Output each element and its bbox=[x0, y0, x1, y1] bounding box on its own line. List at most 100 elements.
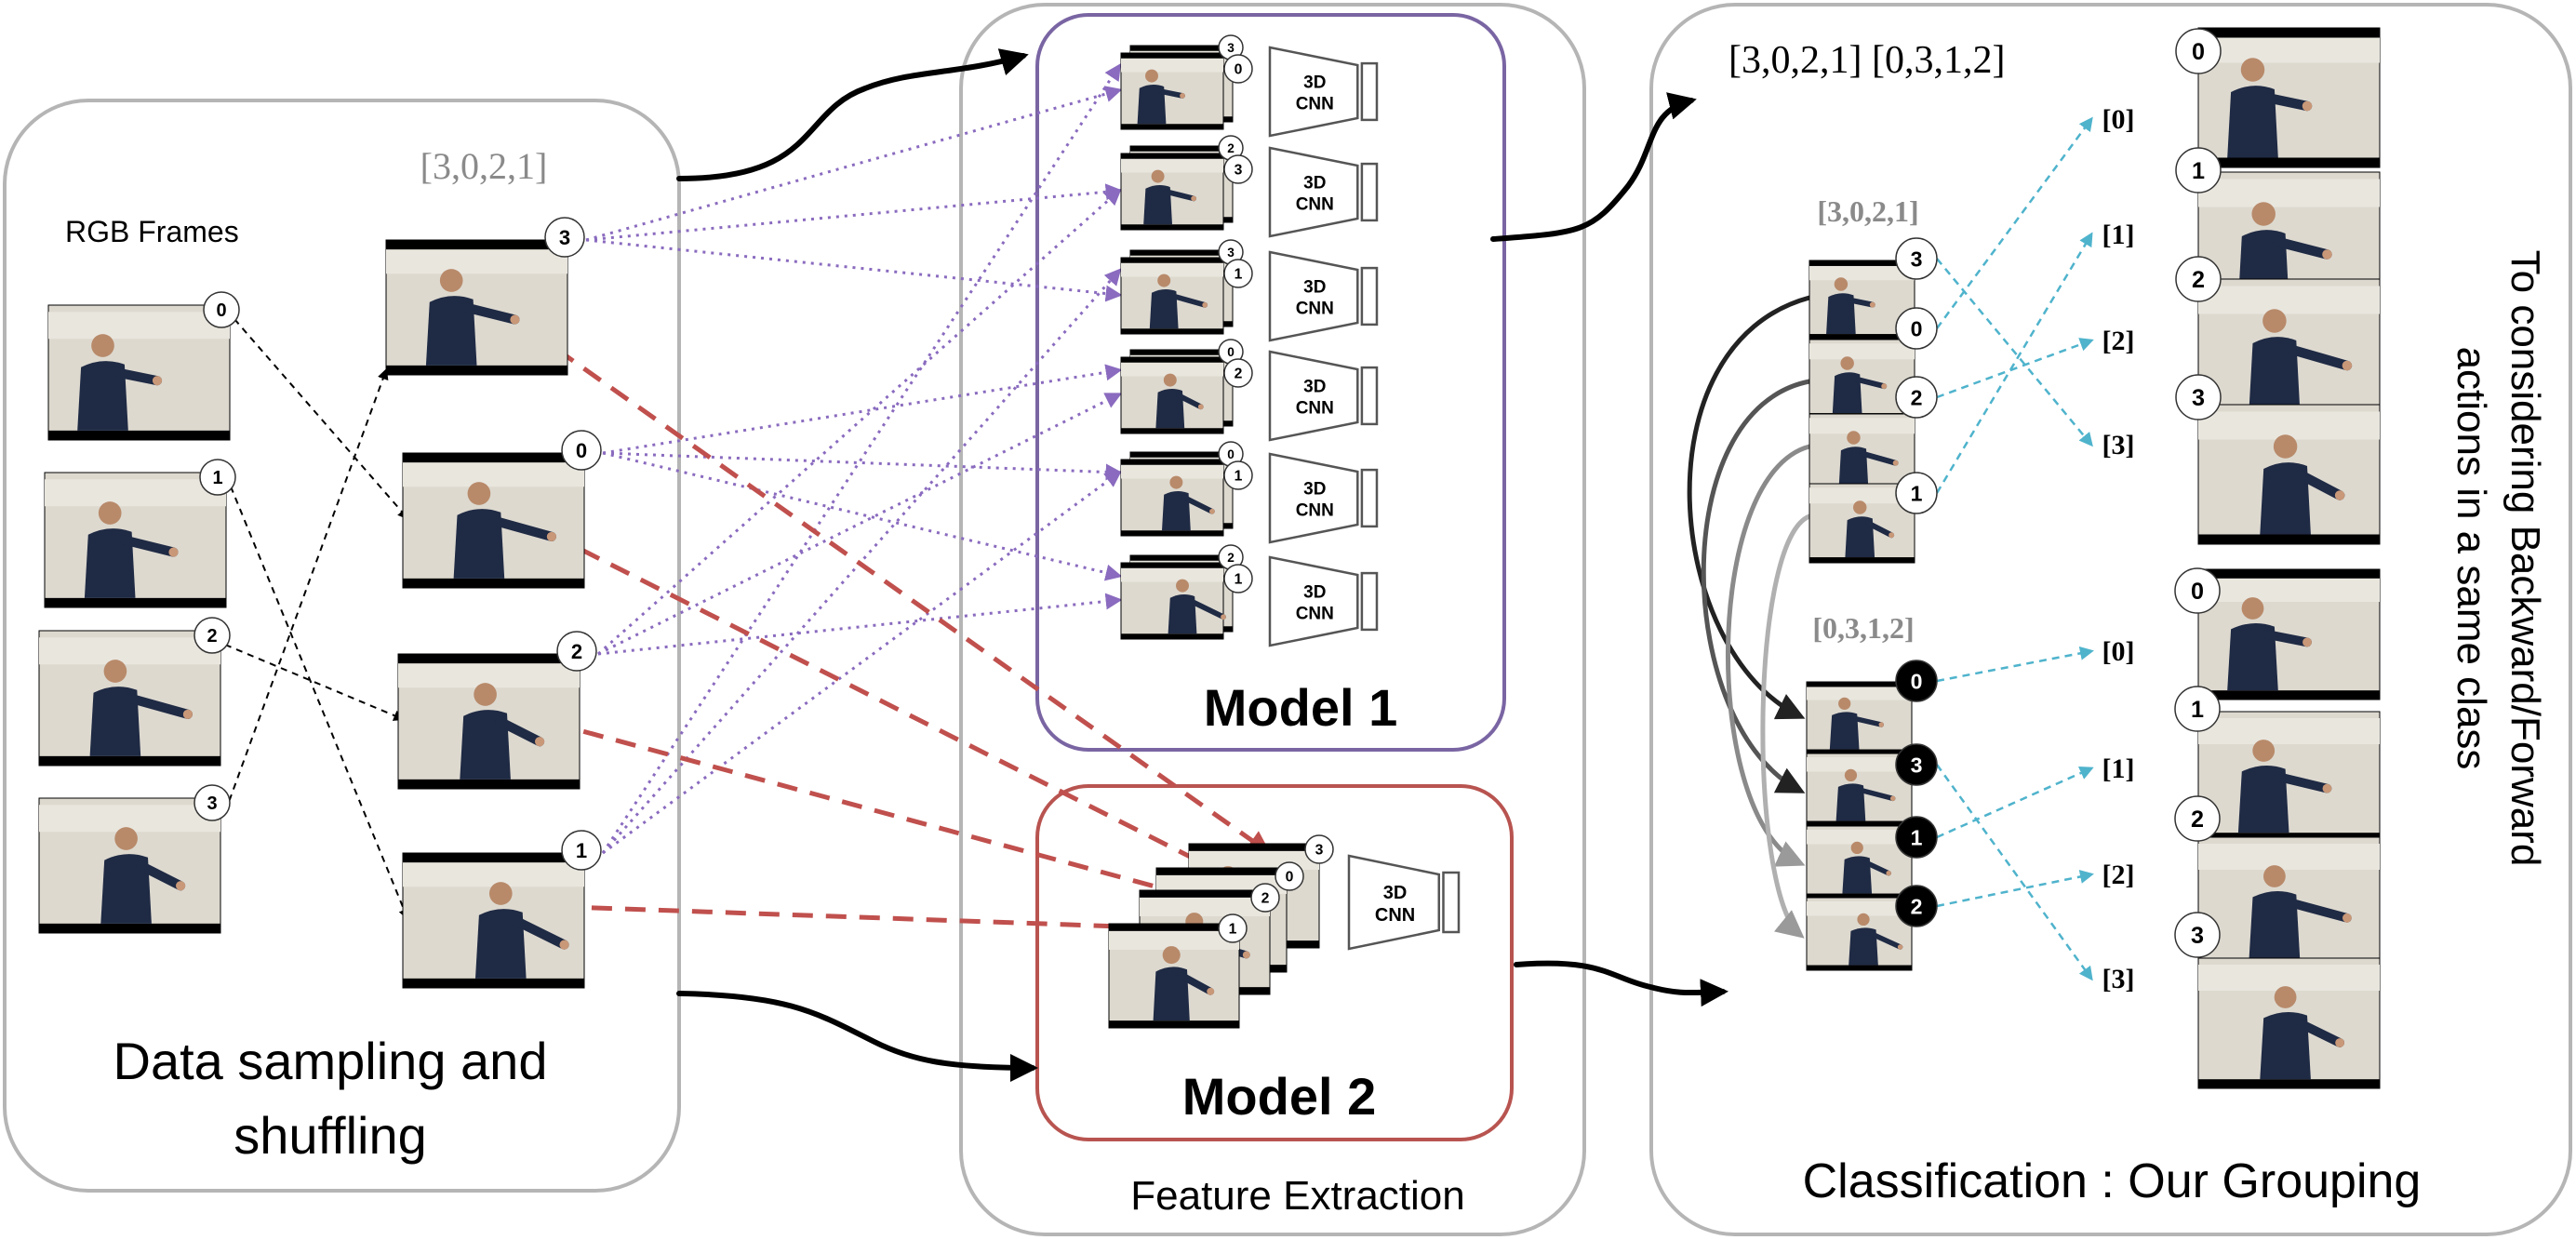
group1-index-badge: 0 bbox=[1895, 307, 1938, 350]
ordered-frame-group2 bbox=[2197, 836, 2381, 968]
svg-text:3: 3 bbox=[1227, 41, 1235, 55]
svg-text:0: 0 bbox=[576, 439, 587, 462]
ordered-index-badge: 1 bbox=[2174, 686, 2221, 732]
svg-text:3: 3 bbox=[2192, 385, 2205, 411]
pair-index-badge: 2 bbox=[1223, 358, 1253, 388]
pair-sampling-arrow bbox=[602, 451, 1123, 481]
rgb-frame-index-badge: 3 bbox=[194, 784, 231, 821]
svg-text:3D: 3D bbox=[1383, 883, 1408, 903]
svg-text:1: 1 bbox=[1235, 572, 1243, 588]
side-note-line2: actions in a same class bbox=[2449, 347, 2494, 770]
shuffle-arrow bbox=[230, 486, 409, 921]
grouping-curve bbox=[1687, 295, 1812, 720]
classification-arrow bbox=[1936, 646, 2094, 683]
svg-text:1: 1 bbox=[1229, 922, 1237, 938]
model2-frame bbox=[1108, 923, 1240, 1029]
svg-text:1: 1 bbox=[1235, 469, 1243, 485]
svg-text:3: 3 bbox=[1911, 753, 1923, 777]
group2-index-badge: 1 bbox=[1895, 816, 1938, 859]
svg-text:3: 3 bbox=[1235, 163, 1243, 179]
pair-frame-front bbox=[1120, 257, 1224, 335]
model2-index-badge: 0 bbox=[1275, 861, 1304, 891]
svg-text:2: 2 bbox=[2191, 807, 2204, 833]
arrows-layer bbox=[224, 48, 2094, 1082]
pair-frame-front bbox=[1120, 153, 1224, 231]
shuffle-arrow bbox=[224, 644, 406, 721]
model2-index-badge: 1 bbox=[1218, 913, 1248, 943]
ordered-index-badge: 1 bbox=[2175, 147, 2222, 193]
ordered-frame-group1 bbox=[2197, 27, 2381, 168]
svg-text:0: 0 bbox=[1911, 669, 1923, 693]
classification-arrow bbox=[1936, 870, 2094, 908]
svg-text:2: 2 bbox=[1911, 894, 1923, 918]
rgb-frame bbox=[38, 630, 221, 767]
shuffled-frame-index-badge: 2 bbox=[556, 631, 597, 672]
svg-text:CNN: CNN bbox=[1296, 195, 1334, 215]
grouping-curve bbox=[1760, 513, 1812, 939]
pair-frame-front bbox=[1120, 356, 1224, 434]
model2-sampling-arrow bbox=[473, 288, 1272, 854]
rgb-frame-index-badge: 0 bbox=[203, 291, 240, 328]
group2-frame bbox=[1806, 753, 1913, 827]
pair-sampling-arrow bbox=[585, 238, 1123, 302]
grouping-curve bbox=[1725, 444, 1812, 867]
class-label: [3] bbox=[2102, 430, 2135, 460]
to-model1-arrow bbox=[676, 48, 1029, 181]
pair-sampling-arrow bbox=[585, 86, 1123, 242]
shuffled-frame bbox=[397, 653, 581, 790]
svg-text:3: 3 bbox=[559, 226, 570, 249]
svg-text:CNN: CNN bbox=[1296, 605, 1334, 624]
class-label: [3] bbox=[2102, 964, 2135, 994]
svg-text:0: 0 bbox=[1227, 447, 1235, 461]
ordered-frame-group1 bbox=[2197, 278, 2381, 420]
shuffle-order-label: [3,0,2,1] bbox=[420, 145, 548, 187]
shuffled-frame-index-badge: 3 bbox=[544, 217, 585, 258]
class-label: [1] bbox=[2102, 753, 2135, 784]
pair-index-badge: 1 bbox=[1223, 460, 1253, 490]
svg-text:CNN: CNN bbox=[1296, 95, 1334, 114]
ordered-index-badge: 3 bbox=[2174, 912, 2221, 958]
svg-text:0: 0 bbox=[216, 300, 226, 321]
pair-sampling-arrow bbox=[602, 470, 1122, 855]
frames-layer bbox=[38, 27, 2381, 1089]
group1-frame bbox=[1809, 413, 1915, 494]
shuffled-frame-index-badge: 1 bbox=[561, 830, 602, 871]
model2-box bbox=[1035, 784, 1514, 1141]
svg-text:2: 2 bbox=[1227, 551, 1235, 565]
shuffle-arrow bbox=[234, 318, 409, 520]
pair-frame-front bbox=[1120, 52, 1224, 130]
svg-text:3D: 3D bbox=[1303, 73, 1326, 93]
shuffled-frame-index-badge: 0 bbox=[561, 430, 602, 471]
group2-frame bbox=[1806, 825, 1913, 900]
svg-text:CNN: CNN bbox=[1296, 501, 1334, 521]
svg-text:0: 0 bbox=[1227, 345, 1235, 359]
ordered-index-badge: 2 bbox=[2174, 795, 2221, 842]
svg-text:0: 0 bbox=[2191, 579, 2204, 605]
svg-text:0: 0 bbox=[2192, 39, 2205, 65]
svg-text:1: 1 bbox=[1911, 825, 1923, 849]
class-label: [0] bbox=[2102, 636, 2135, 667]
classification-arrow bbox=[1935, 764, 2093, 981]
classification-arrow bbox=[1936, 767, 2094, 839]
svg-text:2: 2 bbox=[207, 626, 217, 647]
classification-panel bbox=[1649, 3, 2572, 1236]
svg-text:0: 0 bbox=[1286, 870, 1294, 886]
sampling-title-line2: shuffling bbox=[234, 1106, 427, 1165]
rgb-frame-index-badge: 2 bbox=[194, 617, 231, 654]
svg-text:1: 1 bbox=[1911, 481, 1923, 505]
ordered-frame-group2 bbox=[2197, 711, 2381, 843]
svg-text:1: 1 bbox=[2192, 158, 2205, 184]
pair-index-badge: 0 bbox=[1218, 441, 1244, 467]
pair-frame-front bbox=[1120, 459, 1224, 537]
group1-index-badge: 3 bbox=[1895, 237, 1938, 280]
class-label: [1] bbox=[2102, 220, 2135, 250]
shuffle-arrow bbox=[224, 367, 389, 813]
svg-text:3: 3 bbox=[1315, 843, 1324, 859]
ordered-frame-group1 bbox=[2197, 404, 2381, 545]
classification-title: Classification : Our Grouping bbox=[1803, 1154, 2422, 1208]
